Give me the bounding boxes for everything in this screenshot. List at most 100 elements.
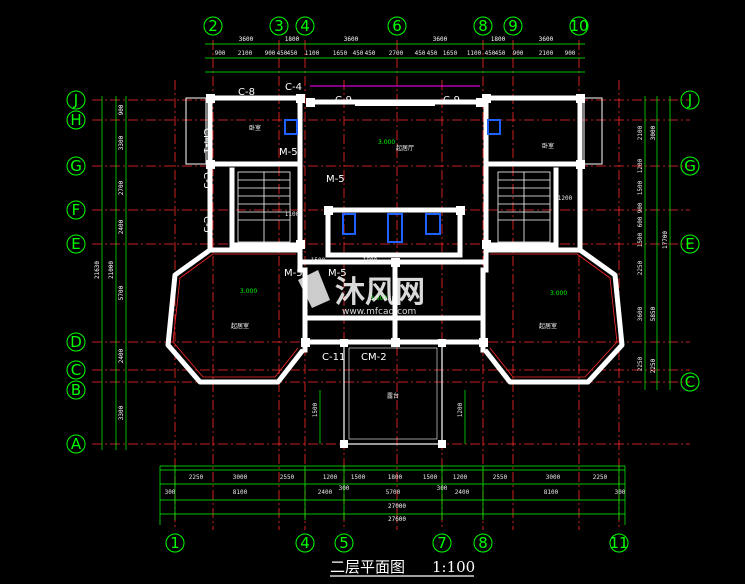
room-lounge: 起居厅 [396, 144, 414, 152]
axis-bubble: 4 [295, 533, 315, 553]
axis-bubble: J [680, 90, 700, 110]
axis-bubble: F [66, 200, 86, 220]
dim-text: 3600 [637, 306, 644, 321]
axis-bubble: 10 [569, 16, 589, 36]
top-axis-markers: 2 3 4 6 8 9 10 [203, 16, 589, 36]
level-marks: 3.000 3.000 3.000 3.000 [240, 139, 567, 302]
svg-text:H: H [70, 111, 81, 129]
right-axis-markers: J G E C [680, 90, 700, 392]
bay-inner-lines [172, 253, 618, 378]
svg-text:11: 11 [609, 534, 628, 552]
dim-text: 2550 [280, 474, 295, 481]
dim-text: 450 [277, 50, 288, 57]
balcony-right [583, 97, 603, 165]
dim-text: 1650 [443, 50, 458, 57]
dim-text: 2250 [637, 356, 644, 371]
axis-bubble: J [66, 90, 86, 110]
dim-text: 2700 [118, 180, 125, 195]
svg-text:A: A [71, 435, 82, 453]
axis-bubble: 5 [334, 533, 354, 553]
dim-text: 2700 [389, 50, 404, 57]
dim-text: 5700 [386, 489, 401, 496]
axis-bubble: G [680, 156, 700, 176]
level-mark: 3.000 [240, 288, 257, 295]
balcony-left [185, 97, 207, 165]
label-m5: M-5 [328, 268, 347, 279]
dim-text: 3000 [233, 474, 248, 481]
dim-text: 1500 [637, 232, 644, 247]
axis-bubble: H [66, 110, 86, 130]
svg-text:G: G [70, 157, 82, 175]
dim-text: 1200 [637, 158, 644, 173]
level-mark: 3.000 [370, 295, 387, 302]
dim-text: 1800 [285, 36, 300, 43]
svg-text:C: C [71, 361, 81, 379]
dim-text: 1200 [323, 474, 338, 481]
stair-right [497, 171, 551, 243]
dim-text: 450 [365, 50, 376, 57]
dim-text: 900 [513, 50, 524, 57]
dim-text: 600 [637, 216, 644, 227]
dim-text: 8100 [233, 489, 248, 496]
dim-text: 2250 [593, 474, 608, 481]
label-c11: C-11 [322, 352, 345, 363]
svg-text:9: 9 [508, 17, 518, 35]
dim-text: 2400 [455, 489, 470, 496]
dim-text: 2550 [493, 474, 508, 481]
bottom-axis-markers: 1 4 5 7 8 11 [165, 533, 629, 553]
room-living-left: 起居室 [231, 322, 249, 330]
title-scale: 1:100 [432, 558, 475, 576]
title-main: 二层平面图 [330, 558, 405, 576]
dim-text: 1800 [491, 36, 506, 43]
dim-text: 450 [353, 50, 364, 57]
interior-dimensions: 1100 1500 1800 1200 1500 1200 [285, 195, 573, 417]
room-bedroom-right: 卧室 [542, 142, 554, 150]
svg-text:C: C [685, 373, 695, 391]
level-mark: 3.000 [378, 139, 395, 146]
dim-text: 1500 [312, 402, 319, 417]
dim-text: 27000 [388, 503, 406, 510]
label-m5: M-5 [284, 268, 303, 279]
svg-text:3: 3 [274, 17, 284, 35]
dim-text: 2100 [539, 50, 554, 57]
svg-text:沐风网: 沐风网 [335, 275, 425, 310]
dim-text: 8100 [544, 489, 559, 496]
right-dimensions: 17700 3000 5850 2250 2100 1200 1500 900 … [637, 125, 669, 373]
axis-bubble: 3 [269, 16, 289, 36]
label-c8: C-8 [238, 87, 255, 98]
axis-bubble: 9 [503, 16, 523, 36]
opening-labels: C-8 C-4 C-9 C-9 CM-1 M-5 M-5 M-5 M-5 C-5… [201, 82, 460, 363]
bay-windows [165, 247, 625, 385]
dim-text: 300 [437, 485, 448, 492]
dim-text: 450 [287, 50, 298, 57]
dim-text: 3000 [650, 125, 657, 140]
axis-bubble: E [680, 234, 700, 254]
dim-text: 2250 [189, 474, 204, 481]
dim-text: 300 [165, 489, 176, 496]
left-dimensions: 21630 21000 900 3300 2700 2400 5700 2400… [94, 104, 125, 420]
svg-text:E: E [71, 235, 80, 253]
svg-text:F: F [72, 201, 81, 219]
axis-bubble: C [66, 360, 86, 380]
dim-text: 900 [565, 50, 576, 57]
dim-text: 900 [118, 104, 125, 115]
dim-text: 450 [427, 50, 438, 57]
dim-text: 27600 [388, 516, 406, 523]
dim-text: 5850 [650, 306, 657, 321]
axis-bubble: 7 [432, 533, 452, 553]
stair-left [237, 171, 291, 243]
dim-text: 1500 [423, 474, 438, 481]
dim-text: 3600 [433, 36, 448, 43]
svg-text:J: J [687, 91, 692, 109]
dim-text: 3600 [344, 36, 359, 43]
dim-text: 1650 [333, 50, 348, 57]
dim-text: 17700 [662, 231, 669, 249]
axis-bubble: 6 [387, 16, 407, 36]
axis-bubble: 2 [203, 16, 223, 36]
dim-text: 2400 [118, 219, 125, 234]
label-cm1: CM-1 [201, 128, 212, 154]
svg-text:4: 4 [300, 17, 310, 35]
svg-text:4: 4 [300, 534, 310, 552]
window-c9 [355, 100, 435, 106]
